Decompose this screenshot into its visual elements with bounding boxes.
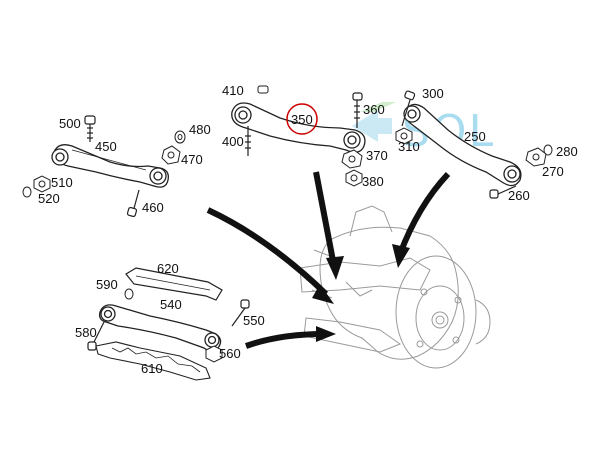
nut-510 xyxy=(33,175,51,193)
label-360: 360 xyxy=(363,102,385,117)
eccentric-washer-370 xyxy=(341,149,363,169)
bolt-460 xyxy=(126,189,140,218)
label-550: 550 xyxy=(243,313,265,328)
washer-520 xyxy=(22,186,32,198)
nut-310 xyxy=(395,127,413,145)
label-450: 450 xyxy=(95,139,117,154)
label-480: 480 xyxy=(189,122,211,137)
label-300: 300 xyxy=(422,86,444,101)
bolt-500 xyxy=(84,115,96,142)
label-250: 250 xyxy=(464,129,486,144)
label-520: 520 xyxy=(38,191,60,206)
eccentric-washer-270 xyxy=(525,147,547,167)
highlight-circle-350 xyxy=(286,103,318,135)
arm-450 xyxy=(51,144,169,188)
label-310: 310 xyxy=(398,139,420,154)
arm-250 xyxy=(403,103,522,187)
label-460: 460 xyxy=(142,200,164,215)
label-410: 410 xyxy=(222,83,244,98)
washer-280 xyxy=(543,144,553,156)
label-270: 270 xyxy=(542,164,564,179)
bolt-400 xyxy=(245,126,251,156)
nut-380 xyxy=(345,169,363,187)
bolt-410 xyxy=(257,85,269,94)
part-labels: 500 450 480 470 510 520 460 410 400 350 … xyxy=(38,83,578,376)
label-280: 280 xyxy=(556,144,578,159)
cover-620 xyxy=(125,267,223,301)
label-370: 370 xyxy=(366,148,388,163)
cover-610 xyxy=(95,341,211,381)
label-350: 350 xyxy=(291,112,313,127)
pointer-arrows xyxy=(206,171,451,349)
bolt-300 xyxy=(401,90,416,127)
label-510: 510 xyxy=(51,175,73,190)
label-470: 470 xyxy=(181,152,203,167)
washer-590 xyxy=(124,288,134,300)
label-590: 590 xyxy=(96,277,118,292)
label-400: 400 xyxy=(222,134,244,149)
label-260: 260 xyxy=(508,188,530,203)
label-380: 380 xyxy=(362,174,384,189)
label-620: 620 xyxy=(157,261,179,276)
label-580: 580 xyxy=(75,325,97,340)
bolt-360 xyxy=(352,92,363,128)
bolt-260 xyxy=(489,185,517,199)
washer-480 xyxy=(174,130,186,144)
eccentric-washer-470 xyxy=(161,145,181,165)
nut-560 xyxy=(205,345,223,363)
label-500: 500 xyxy=(59,116,81,131)
label-540: 540 xyxy=(160,297,182,312)
bolt-550 xyxy=(231,299,250,327)
label-610: 610 xyxy=(141,361,163,376)
arm-350 xyxy=(231,102,366,153)
label-560: 560 xyxy=(219,346,241,361)
